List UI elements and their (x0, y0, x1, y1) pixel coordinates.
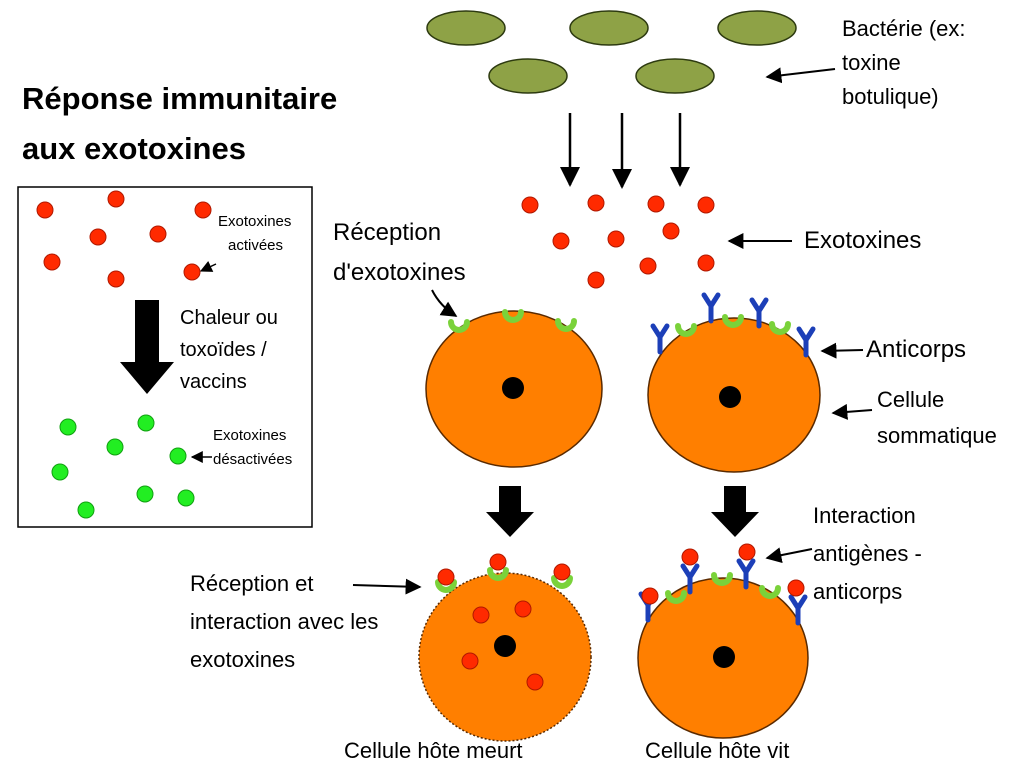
internal-exotoxin-dot (526, 673, 544, 691)
bacterium (569, 10, 649, 46)
antibody-icon (650, 323, 670, 355)
exotoxines-label: Exotoxines (804, 227, 922, 254)
reception-label: Réception d'exotoxines (333, 219, 466, 286)
cellule-label-arrow (831, 403, 873, 420)
cell-nucleus (494, 635, 516, 657)
bound-exotoxin-dot (787, 579, 805, 597)
cell-lower-left (418, 553, 592, 742)
exotoxin-dot (697, 196, 715, 214)
antibody-icon (788, 594, 808, 626)
deactivated-toxin-dot (137, 414, 155, 432)
antibody-icon (701, 292, 721, 324)
cell-nucleus (713, 646, 735, 668)
receptor-icon (502, 309, 524, 323)
cell-upper-right (647, 292, 821, 473)
exotoxin-dot (587, 271, 605, 289)
activated-toxin-dot (107, 270, 125, 288)
deactivated-toxin-dot (77, 501, 95, 519)
receptor-icon (759, 585, 781, 599)
deactivated-toxin-dot (169, 447, 187, 465)
bacterium (717, 10, 797, 46)
transition-arrow-right (711, 486, 759, 537)
receptor-icon (665, 590, 687, 604)
cell-lower-right (637, 543, 809, 739)
receptor-icon (722, 314, 744, 328)
deactivated-toxin-dot (106, 438, 124, 456)
bound-exotoxin-dot (641, 587, 659, 605)
exotoxin-dot (639, 257, 657, 275)
exotoxin-dot (607, 230, 625, 248)
deactivated-toxin-dot (136, 485, 154, 503)
bacterium (488, 58, 568, 94)
page-title: Réponse immunitaire aux exotoxines (22, 81, 338, 166)
internal-exotoxin-dot (472, 606, 490, 624)
anticorps-label-arrow (820, 342, 864, 359)
bacterium (426, 10, 506, 46)
receptor-icon (711, 572, 733, 586)
antibody-icon (749, 297, 769, 329)
exotoxin-dot (647, 195, 665, 213)
deactivated-label: Exotoxines désactivées (213, 427, 293, 468)
reception-interaction-arrow (352, 578, 422, 595)
bound-exotoxin-dot (681, 548, 699, 566)
exotoxin-dot (662, 222, 680, 240)
activated-toxin-dot (36, 201, 54, 219)
deactivated-toxin-dot (59, 418, 77, 436)
deactivated-toxin-dot (51, 463, 69, 481)
bound-exotoxin-dot (738, 543, 756, 561)
reception-label-arrow (431, 289, 458, 317)
interaction-label: Interaction antigènes - anticorps (813, 503, 922, 604)
cell-nucleus (719, 386, 741, 408)
receptor-icon (448, 319, 470, 333)
interaction-label-arrow (765, 547, 813, 564)
outcome-lives-label: Cellule hôte vit (645, 738, 790, 763)
anticorps-label: Anticorps (866, 336, 967, 363)
transition-arrow-left (486, 486, 534, 537)
exotoxin-dot (587, 194, 605, 212)
exotoxin-dot (521, 196, 539, 214)
antibody-icon (736, 558, 756, 590)
process-arrow (120, 300, 174, 394)
activated-toxin-dot (194, 201, 212, 219)
activated-toxin-dot (149, 225, 167, 243)
activated-toxin-dot (43, 253, 61, 271)
cell-upper-left (425, 309, 603, 468)
bound-exotoxin-dot (553, 563, 571, 581)
activated-label-arrow (199, 260, 217, 272)
internal-exotoxin-dot (461, 652, 479, 670)
activated-label: Exotoxines activées (218, 213, 292, 254)
bacteria-label: Bactérie (ex: toxine botulique) (842, 16, 966, 109)
receptor-icon (551, 575, 573, 589)
exotoxin-dot (697, 254, 715, 272)
receptor-icon (675, 323, 697, 337)
bacteria-label-arrow (765, 67, 836, 84)
activated-toxin-dot (107, 190, 125, 208)
toxoid-box (17, 186, 313, 528)
bacterium (635, 58, 715, 94)
antibody-icon (796, 326, 816, 358)
exotoxin-cloud (521, 194, 715, 289)
bound-exotoxin-dot (437, 568, 455, 586)
process-label: Chaleur ou toxoïdes / vaccins (180, 307, 278, 393)
receptor-icon (555, 318, 577, 332)
activated-toxin-dot (89, 228, 107, 246)
receptor-icon (435, 579, 457, 593)
receptor-icon (769, 321, 791, 335)
internal-exotoxin-dot (514, 600, 532, 618)
bound-exotoxin-dot (489, 553, 507, 571)
reception-interaction-label: Réception et interaction avec les exotox… (190, 571, 379, 672)
cellule-label: Cellule sommatique (877, 387, 997, 448)
cell-nucleus (502, 377, 524, 399)
exotoxin-dot (552, 232, 570, 250)
outcome-dies-label: Cellule hôte meurt (344, 738, 523, 763)
antibody-icon (680, 563, 700, 595)
deactivated-toxin-dot (177, 489, 195, 507)
receptor-icon (487, 567, 509, 581)
bacteria-group (426, 10, 797, 94)
activated-toxin-dot (183, 263, 201, 281)
